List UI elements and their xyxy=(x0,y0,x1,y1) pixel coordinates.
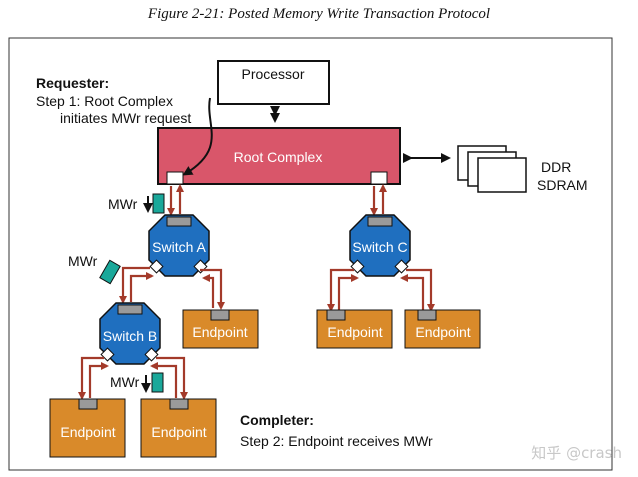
root-complex-label: Root Complex xyxy=(234,149,323,165)
root-complex: Root Complex xyxy=(157,127,401,185)
mwr-packet-3: MWr xyxy=(110,372,164,393)
endpoint-switch-a: Endpoint xyxy=(182,309,259,349)
mwr-label-2: MWr xyxy=(68,253,98,269)
diagram-frame xyxy=(8,37,613,471)
link-switch-c-endpoint-right xyxy=(400,268,435,312)
endpoint-switch-c-left: Endpoint xyxy=(316,309,393,349)
switch-b-label: Switch B xyxy=(103,328,157,344)
endpoint-switch-b-left: Endpoint xyxy=(49,398,126,458)
endpoint-switch-c-right: Endpoint xyxy=(404,309,481,349)
processor-label: Processor xyxy=(241,66,304,82)
requester-step-cont: initiates MWr request xyxy=(60,110,191,126)
processor-box: Processor xyxy=(217,60,330,105)
root-port-left xyxy=(166,171,184,185)
mwr-label-3: MWr xyxy=(110,374,140,390)
switch-b: Switch B xyxy=(99,302,161,365)
mwr-packet-2: MWr xyxy=(68,253,121,285)
link-root-switch-a xyxy=(167,184,184,216)
switch-a-label: Switch A xyxy=(152,239,206,255)
endpoint-label: Endpoint xyxy=(151,424,206,440)
endpoint-switch-b-right: Endpoint xyxy=(140,398,217,458)
ddr-sdram-stack: DDR SDRAM xyxy=(457,145,588,193)
link-root-switch-c xyxy=(370,184,387,216)
endpoint-label: Endpoint xyxy=(192,324,247,340)
endpoint-label: Endpoint xyxy=(60,424,115,440)
sdram-label: SDRAM xyxy=(537,177,588,193)
mwr-packet-1: MWr xyxy=(108,193,165,214)
endpoint-label: Endpoint xyxy=(327,324,382,340)
switch-c-label: Switch C xyxy=(352,239,407,255)
link-switch-c-endpoint-left xyxy=(327,268,359,312)
link-switch-a-switch-b xyxy=(119,266,154,304)
mwr-label-1: MWr xyxy=(108,196,138,212)
completer-title: Completer: xyxy=(240,412,314,428)
root-port-right xyxy=(370,171,388,185)
endpoint-label: Endpoint xyxy=(415,324,470,340)
request-path-arrow xyxy=(182,97,213,176)
ddr-label: DDR xyxy=(541,159,571,175)
completer-step: Step 2: Endpoint receives MWr xyxy=(240,433,433,449)
link-switch-b-endpoint-right xyxy=(150,356,188,400)
requester-title: Requester: xyxy=(36,75,109,91)
link-switch-a-endpoint xyxy=(200,268,225,310)
figure-caption: Figure 2-21: Posted Memory Write Transac… xyxy=(147,6,491,22)
switch-c: Switch C xyxy=(349,214,411,277)
watermark: 知乎 @crash xyxy=(531,444,622,462)
switch-a: Switch A xyxy=(148,214,210,277)
link-switch-b-endpoint-left xyxy=(78,356,109,400)
requester-step: Step 1: Root Complex xyxy=(36,93,173,109)
